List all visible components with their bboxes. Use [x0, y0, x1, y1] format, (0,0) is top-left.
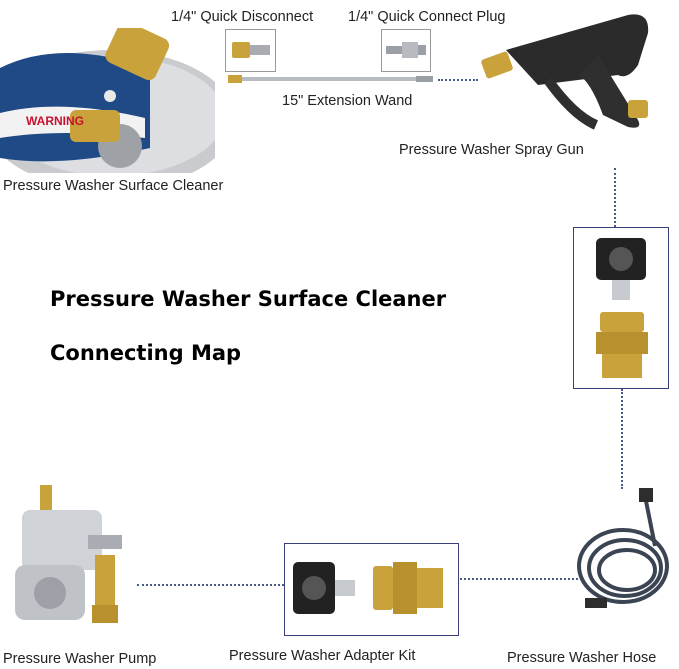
hose-label: Pressure Washer Hose	[507, 650, 657, 666]
extension-wand-label: 15" Extension Wand	[282, 93, 413, 109]
adapter-kit-label: Pressure Washer Adapter Kit	[229, 648, 416, 664]
map-title-line2: Connecting Map	[50, 341, 242, 365]
quick-connect-plug-label: 1/4" Quick Connect Plug	[348, 9, 506, 25]
quick-disconnect-frame	[225, 29, 276, 72]
surface-cleaner-label: Pressure Washer Surface Cleaner	[3, 178, 224, 194]
quick-disconnect-label: 1/4" Quick Disconnect	[171, 9, 314, 25]
surface-cleaner-image: WARNING	[0, 28, 215, 173]
spray-gun-image	[478, 5, 663, 135]
connector-adapter-hose	[621, 389, 623, 489]
warning-sticker-text: WARNING	[26, 114, 84, 128]
map-title-line1: Pressure Washer Surface Cleaner	[50, 287, 447, 311]
extension-wand-image	[228, 72, 433, 86]
connector-wand-gun	[438, 79, 478, 81]
quick-connect-plug-frame	[381, 29, 431, 72]
pump-label: Pressure Washer Pump	[3, 651, 157, 667]
hose-image	[575, 486, 675, 616]
adapter-kit-vertical-frame	[573, 227, 669, 389]
connector-adapter-kit-hose	[460, 578, 582, 580]
pump-image	[10, 485, 135, 635]
connector-pump-adapter	[137, 584, 284, 586]
adapter-kit-horizontal-frame	[284, 543, 459, 636]
spray-gun-label: Pressure Washer Spray Gun	[399, 142, 584, 158]
connector-gun-adapter	[614, 168, 616, 227]
